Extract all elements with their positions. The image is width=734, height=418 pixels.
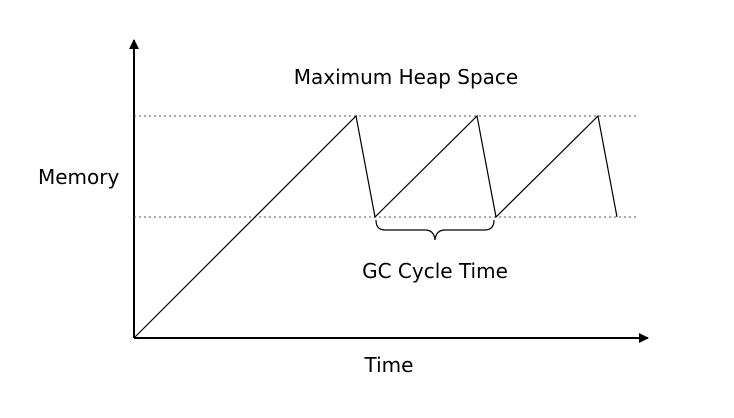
time-axis-label: Time	[364, 353, 414, 377]
max-heap-label: Maximum Heap Space	[294, 65, 519, 89]
gc-cycle-label: GC Cycle Time	[362, 259, 508, 283]
memory-usage-line	[133, 114, 618, 339]
gc-cycle-brace	[375, 219, 495, 241]
memory-axis-label: Memory	[38, 165, 120, 189]
